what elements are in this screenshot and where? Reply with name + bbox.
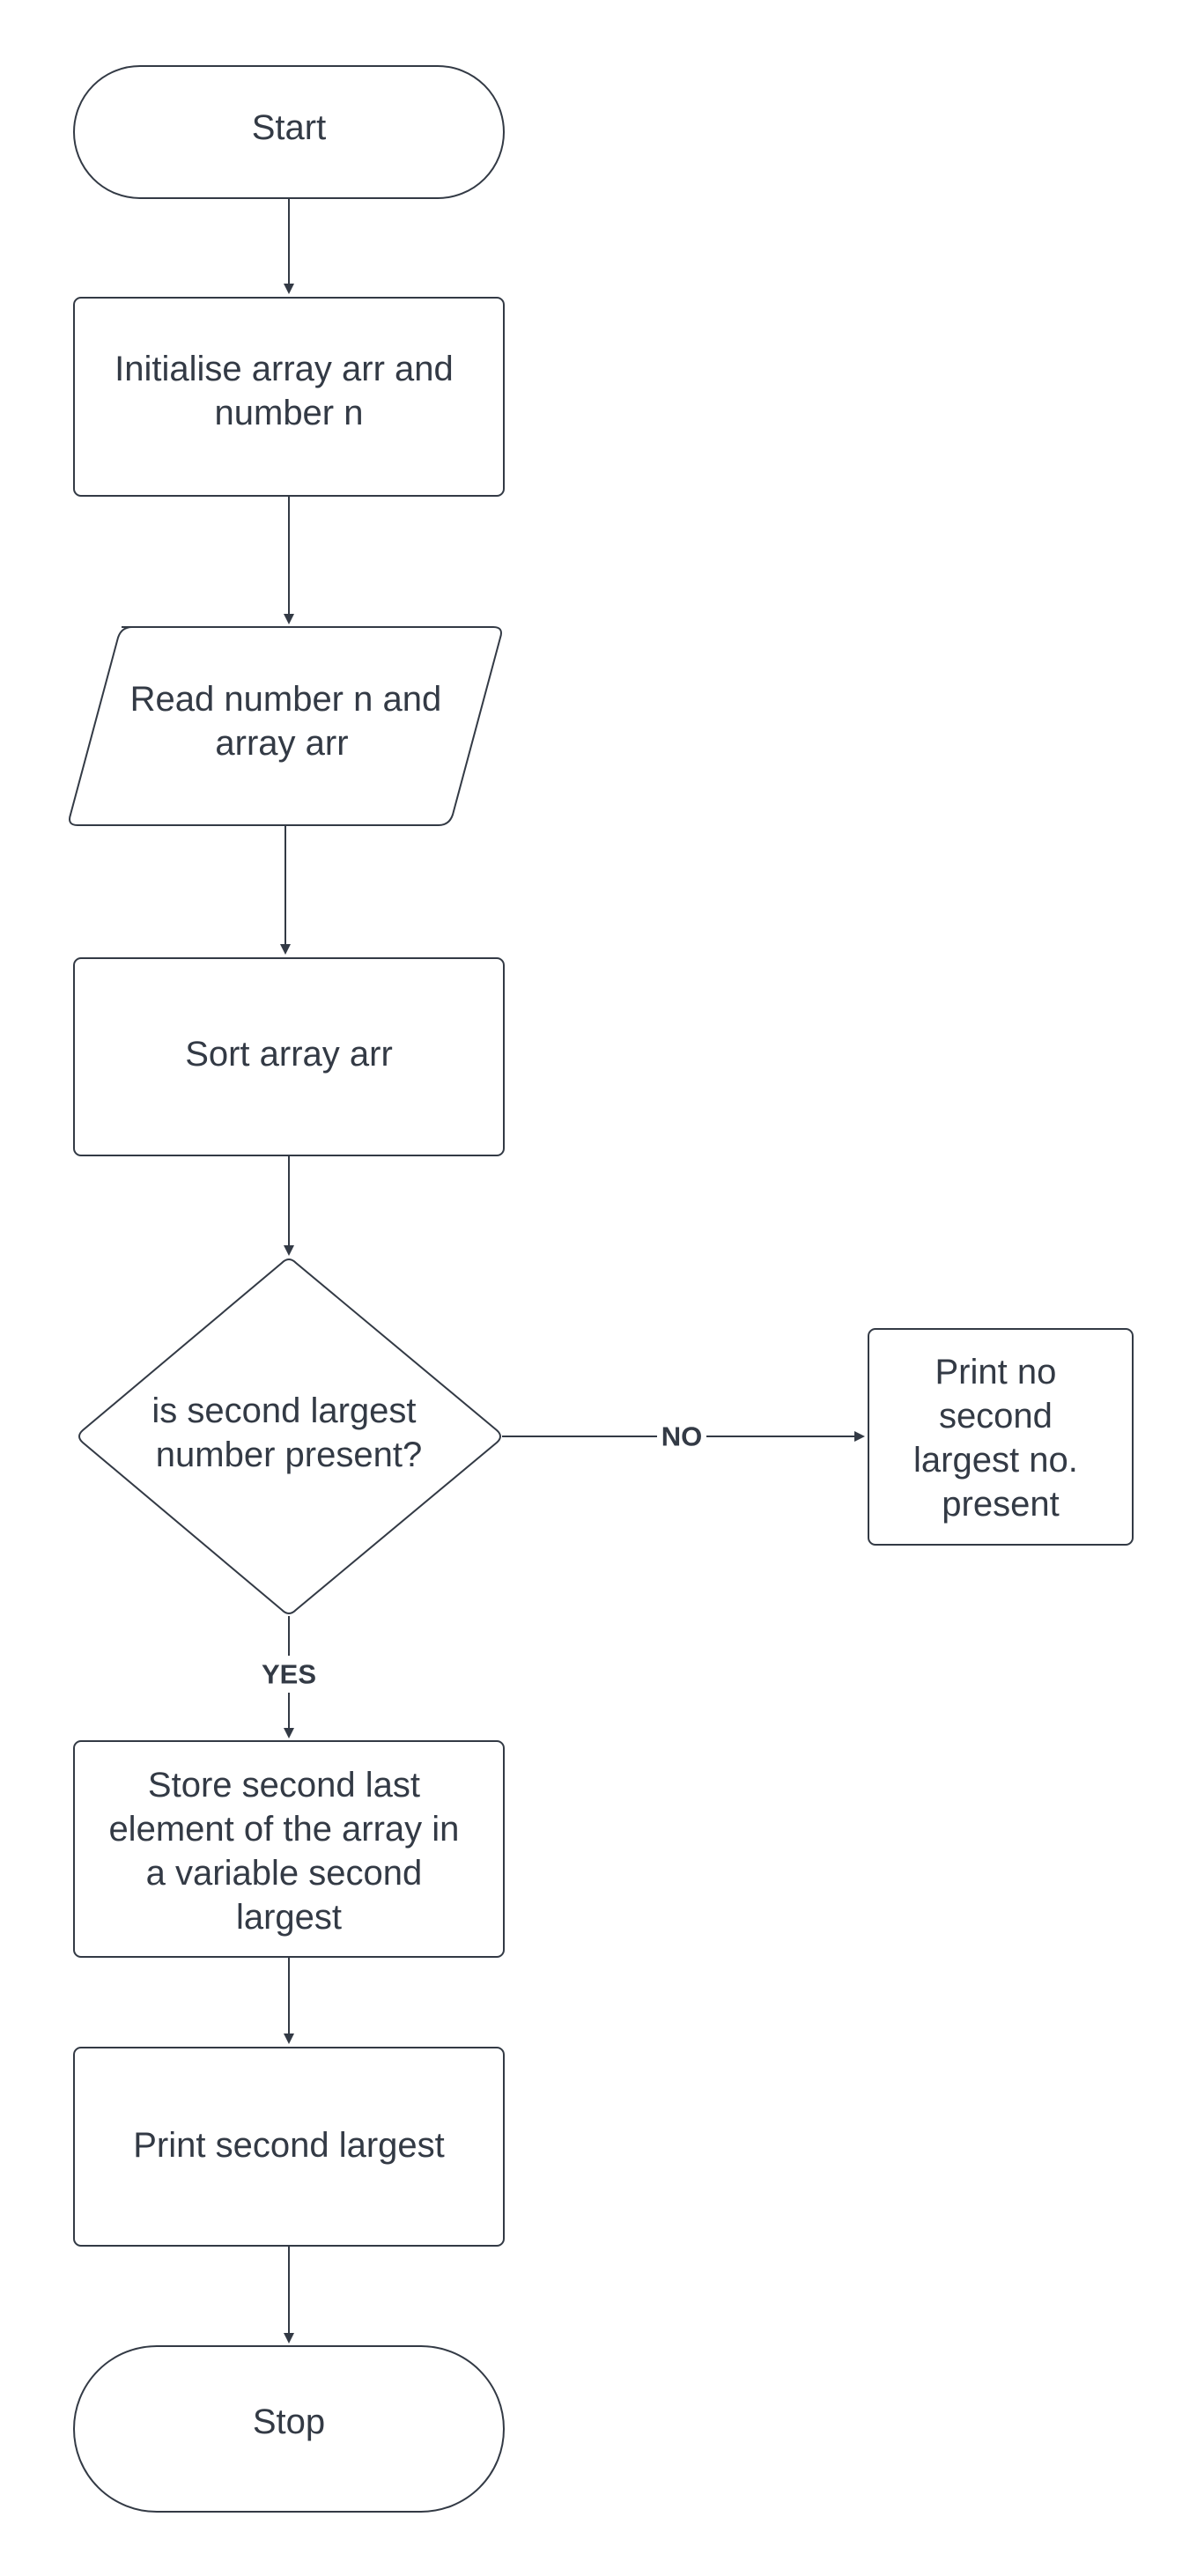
- edge-label-no: NO: [661, 1421, 703, 1452]
- edge-labels: NO YES: [255, 1418, 706, 1693]
- start-terminator: [73, 65, 505, 199]
- edge-label-yes: YES: [262, 1659, 316, 1690]
- sort-label: Sort array arr: [185, 1035, 393, 1074]
- node-sort: Sort array arr: [73, 957, 505, 1156]
- read-input-parallelogram: [69, 626, 502, 826]
- store-process-box: [73, 1740, 505, 1958]
- node-stop: Stop: [73, 2345, 505, 2513]
- no-branch-label: Print no second largest no. present: [913, 1353, 1088, 1524]
- stop-label: Stop: [253, 2403, 325, 2441]
- connectors: [280, 198, 865, 2343]
- decision-diamond: [78, 1258, 501, 1614]
- print-process-box: [73, 2047, 505, 2247]
- print-label: Print second largest: [133, 2126, 445, 2165]
- decision-label: is second largest number present?: [151, 1391, 425, 1474]
- node-decision: is second largest number present?: [78, 1258, 501, 1614]
- node-print: Print second largest: [73, 2047, 505, 2247]
- init-process-box: [73, 297, 505, 497]
- node-read: Read number n and array arr: [69, 626, 502, 826]
- node-no-branch: Print no second largest no. present: [868, 1328, 1134, 1546]
- node-store: Store second last element of the array i…: [73, 1740, 505, 1958]
- node-init: Initialise array arr and number n: [73, 297, 505, 497]
- start-label: Start: [252, 108, 326, 147]
- node-start: Start: [73, 65, 505, 199]
- sort-process-box: [73, 957, 505, 1156]
- stop-terminator: [73, 2345, 505, 2513]
- read-label: Read number n and array arr: [130, 680, 452, 763]
- init-label: Initialise array arr and number n: [115, 350, 463, 432]
- store-label: Store second last element of the array i…: [108, 1766, 469, 1937]
- no-branch-process-box: [868, 1328, 1134, 1546]
